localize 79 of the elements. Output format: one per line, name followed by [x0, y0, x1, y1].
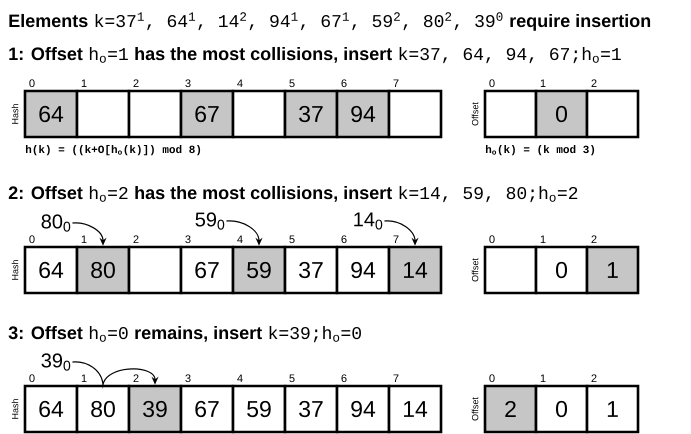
hash-cell [128, 90, 182, 138]
formula-text: h(k) = ((k+O[h$_{o}$(k)]) mod 8) [26, 145, 200, 156]
key-label: 14$_{0}$ [354, 212, 382, 230]
index-number: 7 [394, 235, 399, 243]
code-text: k=37$^{1}$, 64$^{1}$, 14$^{2}$, 94$^{1}$, 67$^{1}$, 59$^{2}$, 80$^{2}$, 39$^{0}$ [96, 12, 502, 30]
index-number: 5 [289, 79, 295, 88]
heading-text: Elements [9, 14, 88, 28]
index-number: 7 [394, 79, 399, 87]
index-number: 5 [289, 374, 295, 382]
offset-cell [484, 90, 538, 138]
index-number: 4 [237, 79, 243, 87]
index-number: 4 [237, 374, 243, 382]
index-number: 1 [82, 79, 87, 87]
index-number: 3 [185, 235, 191, 244]
hash-cell: 94 [336, 90, 390, 138]
offset-cell: 0 [534, 90, 588, 138]
index-number: 2 [592, 79, 597, 87]
index-number: 4 [237, 235, 243, 243]
hash-cell: 14 [388, 384, 442, 434]
heading-text: 3: Offset [8, 326, 83, 340]
hash-cell: 94 [336, 384, 390, 434]
index-number: 6 [342, 235, 347, 244]
hash-cell: 67 [180, 90, 234, 138]
hash-cell: 67 [180, 384, 234, 434]
hash-cell: 59 [232, 246, 286, 294]
index-number: 1 [540, 235, 546, 243]
hash-cell: 14 [388, 246, 442, 294]
index-number: 6 [342, 374, 347, 382]
offset-cell [586, 90, 640, 138]
formula-text: h$_{o}$(k) = (k mod 3) [486, 145, 594, 156]
offset-cell: 1 [586, 246, 640, 294]
hash-cell: 64 [24, 246, 78, 294]
code-text: h$_{o}$=0 [90, 326, 128, 342]
offset-cell: 0 [534, 246, 588, 294]
index-number: 1 [540, 374, 546, 382]
index-number: 2 [592, 235, 597, 243]
heading-text: remains, insert [135, 326, 262, 342]
index-number: 6 [342, 79, 347, 88]
hash-cell [388, 90, 442, 138]
key-label: 59$_{0}$ [196, 212, 224, 230]
key-label: 80$_{0}$ [42, 214, 70, 232]
index-number: 1 [82, 235, 87, 243]
hash-cell: 37 [284, 246, 338, 294]
hash-cell: 67 [180, 246, 234, 294]
index-number: 2 [592, 374, 597, 382]
heading-text: has the most collisions, insert [135, 186, 392, 202]
hash-cell: 80 [76, 246, 130, 294]
heading-text: require insertion [510, 14, 650, 31]
index-number: 7 [394, 374, 399, 382]
code-text: k=39;h$_{o}$=0 [270, 326, 361, 342]
hash-cell: 59 [232, 384, 286, 434]
hash-cell: 39 [128, 384, 182, 434]
index-number: 2 [134, 79, 138, 87]
offset-cell: 1 [586, 384, 640, 434]
hash-cell: 80 [76, 384, 130, 434]
hash-cell: 64 [24, 90, 78, 138]
hash-cell [76, 90, 130, 138]
index-number: 2 [134, 235, 138, 243]
code-text: k=37, 64, 94, 67;h$_{o}$=1 [400, 46, 621, 64]
key-label: 39$_{0}$ [42, 353, 70, 371]
hash-cell [128, 246, 182, 294]
code-text: h$_{o}$=2 [90, 186, 128, 202]
index-number: 5 [289, 235, 295, 244]
code-text: h$_{o}$=1 [90, 46, 128, 63]
index-number: 3 [185, 79, 191, 88]
index-number: 3 [185, 374, 191, 382]
hash-cell: 37 [284, 384, 338, 434]
offset-cell: 2 [484, 384, 538, 434]
heading-text: 2: Offset [8, 186, 83, 200]
offset-cell: 0 [534, 384, 588, 434]
hash-cell: 94 [336, 246, 390, 294]
index-number: 1 [540, 79, 546, 87]
hash-cell: 37 [284, 90, 338, 138]
hash-cell [232, 90, 286, 138]
heading-text: has the most collisions, insert [135, 46, 392, 63]
hash-cell: 64 [24, 384, 78, 434]
code-text: k=14, 59, 80;h$_{o}$=2 [400, 186, 578, 202]
heading-text: 1: Offset [9, 46, 83, 60]
offset-cell [484, 246, 538, 294]
